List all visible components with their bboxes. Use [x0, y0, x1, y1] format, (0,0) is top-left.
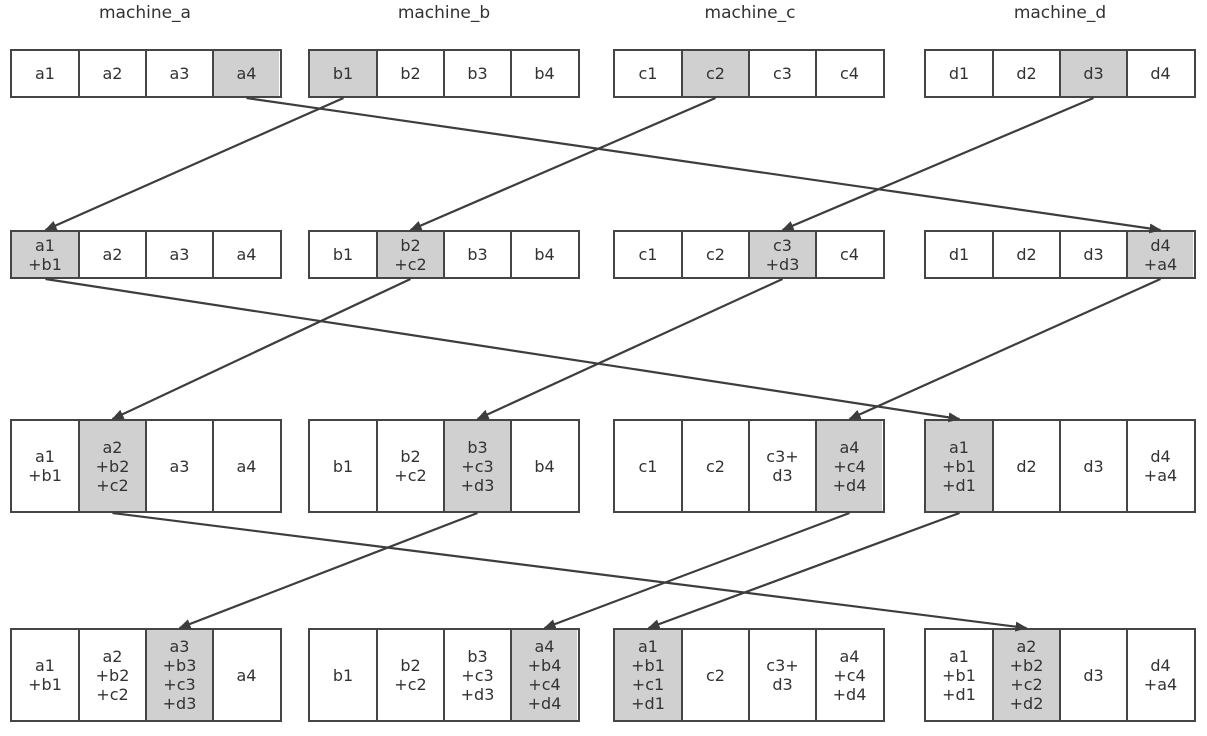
cell-a-r2-c1: a1 +b1 — [12, 232, 78, 277]
cell-c-r2-c3: c3 +d3 — [748, 232, 815, 277]
cell-a-r3-c1: a1 +b1 — [12, 421, 78, 511]
cell-c-r2-c4: c4 — [815, 232, 882, 277]
cell-b-r1-c1: b1 — [310, 51, 376, 96]
cell-b-r1-c3: b3 — [443, 51, 510, 96]
cell-b-r4-c2: b2 +c2 — [376, 630, 443, 720]
cell-b-r2-c4: b4 — [510, 232, 577, 277]
cell-b-r4-c1: b1 — [310, 630, 376, 720]
cell-a-r2-c2: a2 — [78, 232, 145, 277]
machine-a-header: machine_a — [99, 3, 191, 23]
arrow-6 — [476, 278, 783, 420]
cell-a-r4-c3: a3 +b3 +c3 +d3 — [145, 630, 212, 720]
cell-c-r1-c4: c4 — [815, 51, 882, 96]
cell-b-r1-c2: b2 — [376, 51, 443, 96]
machine-b-header: machine_b — [397, 3, 491, 23]
cell-b-r3-c1: b1 — [310, 421, 376, 511]
cell-b-r4-c3: b3 +c3 +d3 — [443, 630, 510, 720]
cell-c-r2-c2: c2 — [681, 232, 748, 277]
cell-a-r3-c4: a4 — [212, 421, 279, 511]
cell-c-r1-c1: c1 — [615, 51, 681, 96]
cell-a-r1-c3: a3 — [145, 51, 212, 96]
arrow-8 — [45, 277, 961, 423]
cell-b-r3-c3: b3 +c3 +d3 — [443, 421, 510, 511]
cell-a-r4-c2: a2 +b2 +c2 — [78, 630, 145, 720]
cell-d-r1-c2: d2 — [992, 51, 1059, 96]
cell-d-r4-c1: a1 +b1 +d1 — [926, 630, 992, 720]
cell-a-r1-c2: a2 — [78, 51, 145, 96]
cell-a-r1-c1: a1 — [12, 51, 78, 96]
cell-b-r2-c2: b2 +c2 — [376, 232, 443, 277]
cell-a-r3-c3: a3 — [145, 421, 212, 511]
cell-d-r2-c2: d2 — [992, 232, 1059, 277]
arrow-5 — [111, 278, 411, 420]
cell-c-r2-c1: c1 — [615, 232, 681, 277]
cell-a-r1-c4: a4 — [212, 51, 279, 96]
machine-c-header: machine_c — [704, 3, 796, 23]
arrow-3 — [781, 96, 1094, 232]
arrow-11 — [647, 511, 960, 630]
cell-c-r4-c3: c3+ d3 — [748, 630, 815, 720]
machine-d-header: machine_d — [1013, 3, 1107, 23]
cell-d-r1-c4: d4 — [1126, 51, 1193, 96]
arrow-12 — [112, 511, 1028, 632]
cell-d-r2-c1: d1 — [926, 232, 992, 277]
cell-d-r4-c3: d3 — [1059, 630, 1126, 720]
cell-b-r1-c4: b4 — [510, 51, 577, 96]
cell-c-r3-c1: c1 — [615, 421, 681, 511]
cell-b-r4-c4: a4 +b4 +c4 +d4 — [510, 630, 577, 720]
cell-d-r1-c3: d3 — [1059, 51, 1126, 96]
arrow-1 — [44, 96, 344, 232]
cell-c-r4-c2: c2 — [681, 630, 748, 720]
cell-d-r2-c4: d4 +a4 — [1126, 232, 1193, 277]
cell-b-r2-c1: b1 — [310, 232, 376, 277]
cell-a-r4-c1: a1 +b1 — [12, 630, 78, 720]
cell-a-r4-c4: a4 — [212, 630, 279, 720]
cell-d-r2-c3: d3 — [1059, 232, 1126, 277]
cell-a-r2-c4: a4 — [212, 232, 279, 277]
cell-c-r4-c4: a4 +c4 +d4 — [815, 630, 882, 720]
cell-c-r1-c3: c3 — [748, 51, 815, 96]
cell-d-r3-c4: d4 +a4 — [1126, 421, 1193, 511]
arrow-4 — [246, 96, 1162, 234]
arrow-2 — [409, 96, 716, 232]
cell-d-r4-c4: d4 +a4 — [1126, 630, 1193, 720]
cell-a-r2-c3: a3 — [145, 232, 212, 277]
cell-c-r3-c4: a4 +c4 +d4 — [815, 421, 882, 511]
cell-c-r1-c2: c2 — [681, 51, 748, 96]
cell-a-r3-c2: a2 +b2 +c2 — [78, 421, 145, 511]
cell-b-r3-c4: b4 — [510, 421, 577, 511]
cell-d-r3-c3: d3 — [1059, 421, 1126, 511]
cell-c-r3-c3: c3+ d3 — [748, 421, 815, 511]
cell-b-r2-c3: b3 — [443, 232, 510, 277]
cell-d-r3-c1: a1 +b1 +d1 — [926, 421, 992, 511]
arrow-9 — [178, 511, 478, 630]
cell-d-r1-c1: d1 — [926, 51, 992, 96]
cell-c-r3-c2: c2 — [681, 421, 748, 511]
arrow-7 — [848, 277, 1161, 421]
cell-d-r4-c2: a2 +b2 +c2 +d2 — [992, 630, 1059, 720]
arrow-10 — [543, 511, 850, 630]
cell-c-r4-c1: a1 +b1 +c1 +d1 — [615, 630, 681, 720]
cell-b-r3-c2: b2 +c2 — [376, 421, 443, 511]
cell-d-r3-c2: d2 — [992, 421, 1059, 511]
